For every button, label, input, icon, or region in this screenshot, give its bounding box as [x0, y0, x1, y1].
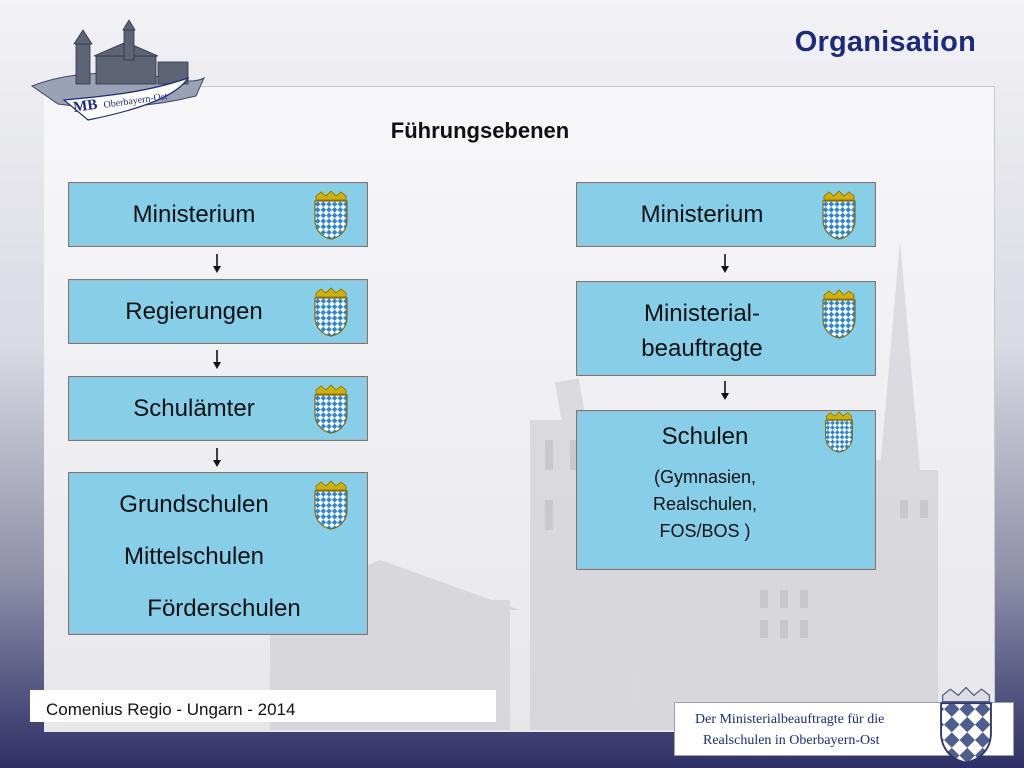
box-detail: FOS/BOS ) [659, 521, 751, 541]
footer-left-text: Comenius Regio - Ungarn - 2014 [46, 700, 296, 719]
footer-right-line: Realschulen in Oberbayern-Ost [703, 733, 880, 748]
box-detail: (Gymnasien, [653, 467, 757, 487]
bavarian-crest-icon [314, 384, 348, 434]
box-ministerialbeauftragte: Ministerial- beauftragte [576, 281, 876, 376]
logo-initials: MB [72, 97, 98, 116]
logo-emblem: MB Oberbayern-Ost [30, 19, 206, 121]
bavarian-crest-icon [822, 190, 856, 240]
footer-left: Comenius Regio - Ungarn - 2014 [30, 690, 496, 722]
bavarian-crest-icon [822, 289, 856, 339]
bavarian-crest-icon [314, 190, 348, 240]
down-arrow-icon [213, 350, 221, 369]
down-arrow-icon [721, 381, 729, 400]
section-subtitle: Führungsebenen [390, 118, 570, 143]
box-line: Ministerial- [643, 300, 760, 327]
box-line: Förderschulen [147, 595, 301, 622]
box-label: Schulen [661, 423, 749, 450]
box-label: Regierungen [125, 298, 263, 325]
box-ministerium-left: Ministerium [68, 182, 368, 247]
box-regierungen: Regierungen [68, 279, 368, 344]
box-line: beauftragte [641, 335, 763, 362]
box-line: Mittelschulen [123, 543, 265, 570]
box-schulen: Schulen (Gymnasien, Realschulen, FOS/BOS… [576, 410, 876, 570]
down-arrow-icon [213, 448, 221, 467]
box-line: Grundschulen [119, 491, 269, 518]
down-arrow-icon [721, 254, 729, 273]
box-label: Schulämter [133, 395, 255, 422]
bavarian-crest-icon [314, 287, 348, 337]
bavarian-crest-icon [314, 480, 348, 530]
bavarian-crest-icon [940, 686, 992, 764]
box-ministerium-right: Ministerium [576, 182, 876, 247]
box-schularten-left: Grundschulen Mittelschulen Förderschulen [68, 472, 368, 635]
box-schulaemter: Schulämter [68, 376, 368, 441]
box-detail: Realschulen, [652, 494, 758, 514]
page-title: Organisation [794, 26, 976, 58]
box-label: Ministerium [640, 201, 764, 228]
footer-right-line: Der Ministerialbeauftragte für die [695, 712, 885, 727]
box-label: Ministerium [132, 201, 256, 228]
down-arrow-icon [213, 254, 221, 273]
bavarian-crest-icon [825, 411, 853, 453]
